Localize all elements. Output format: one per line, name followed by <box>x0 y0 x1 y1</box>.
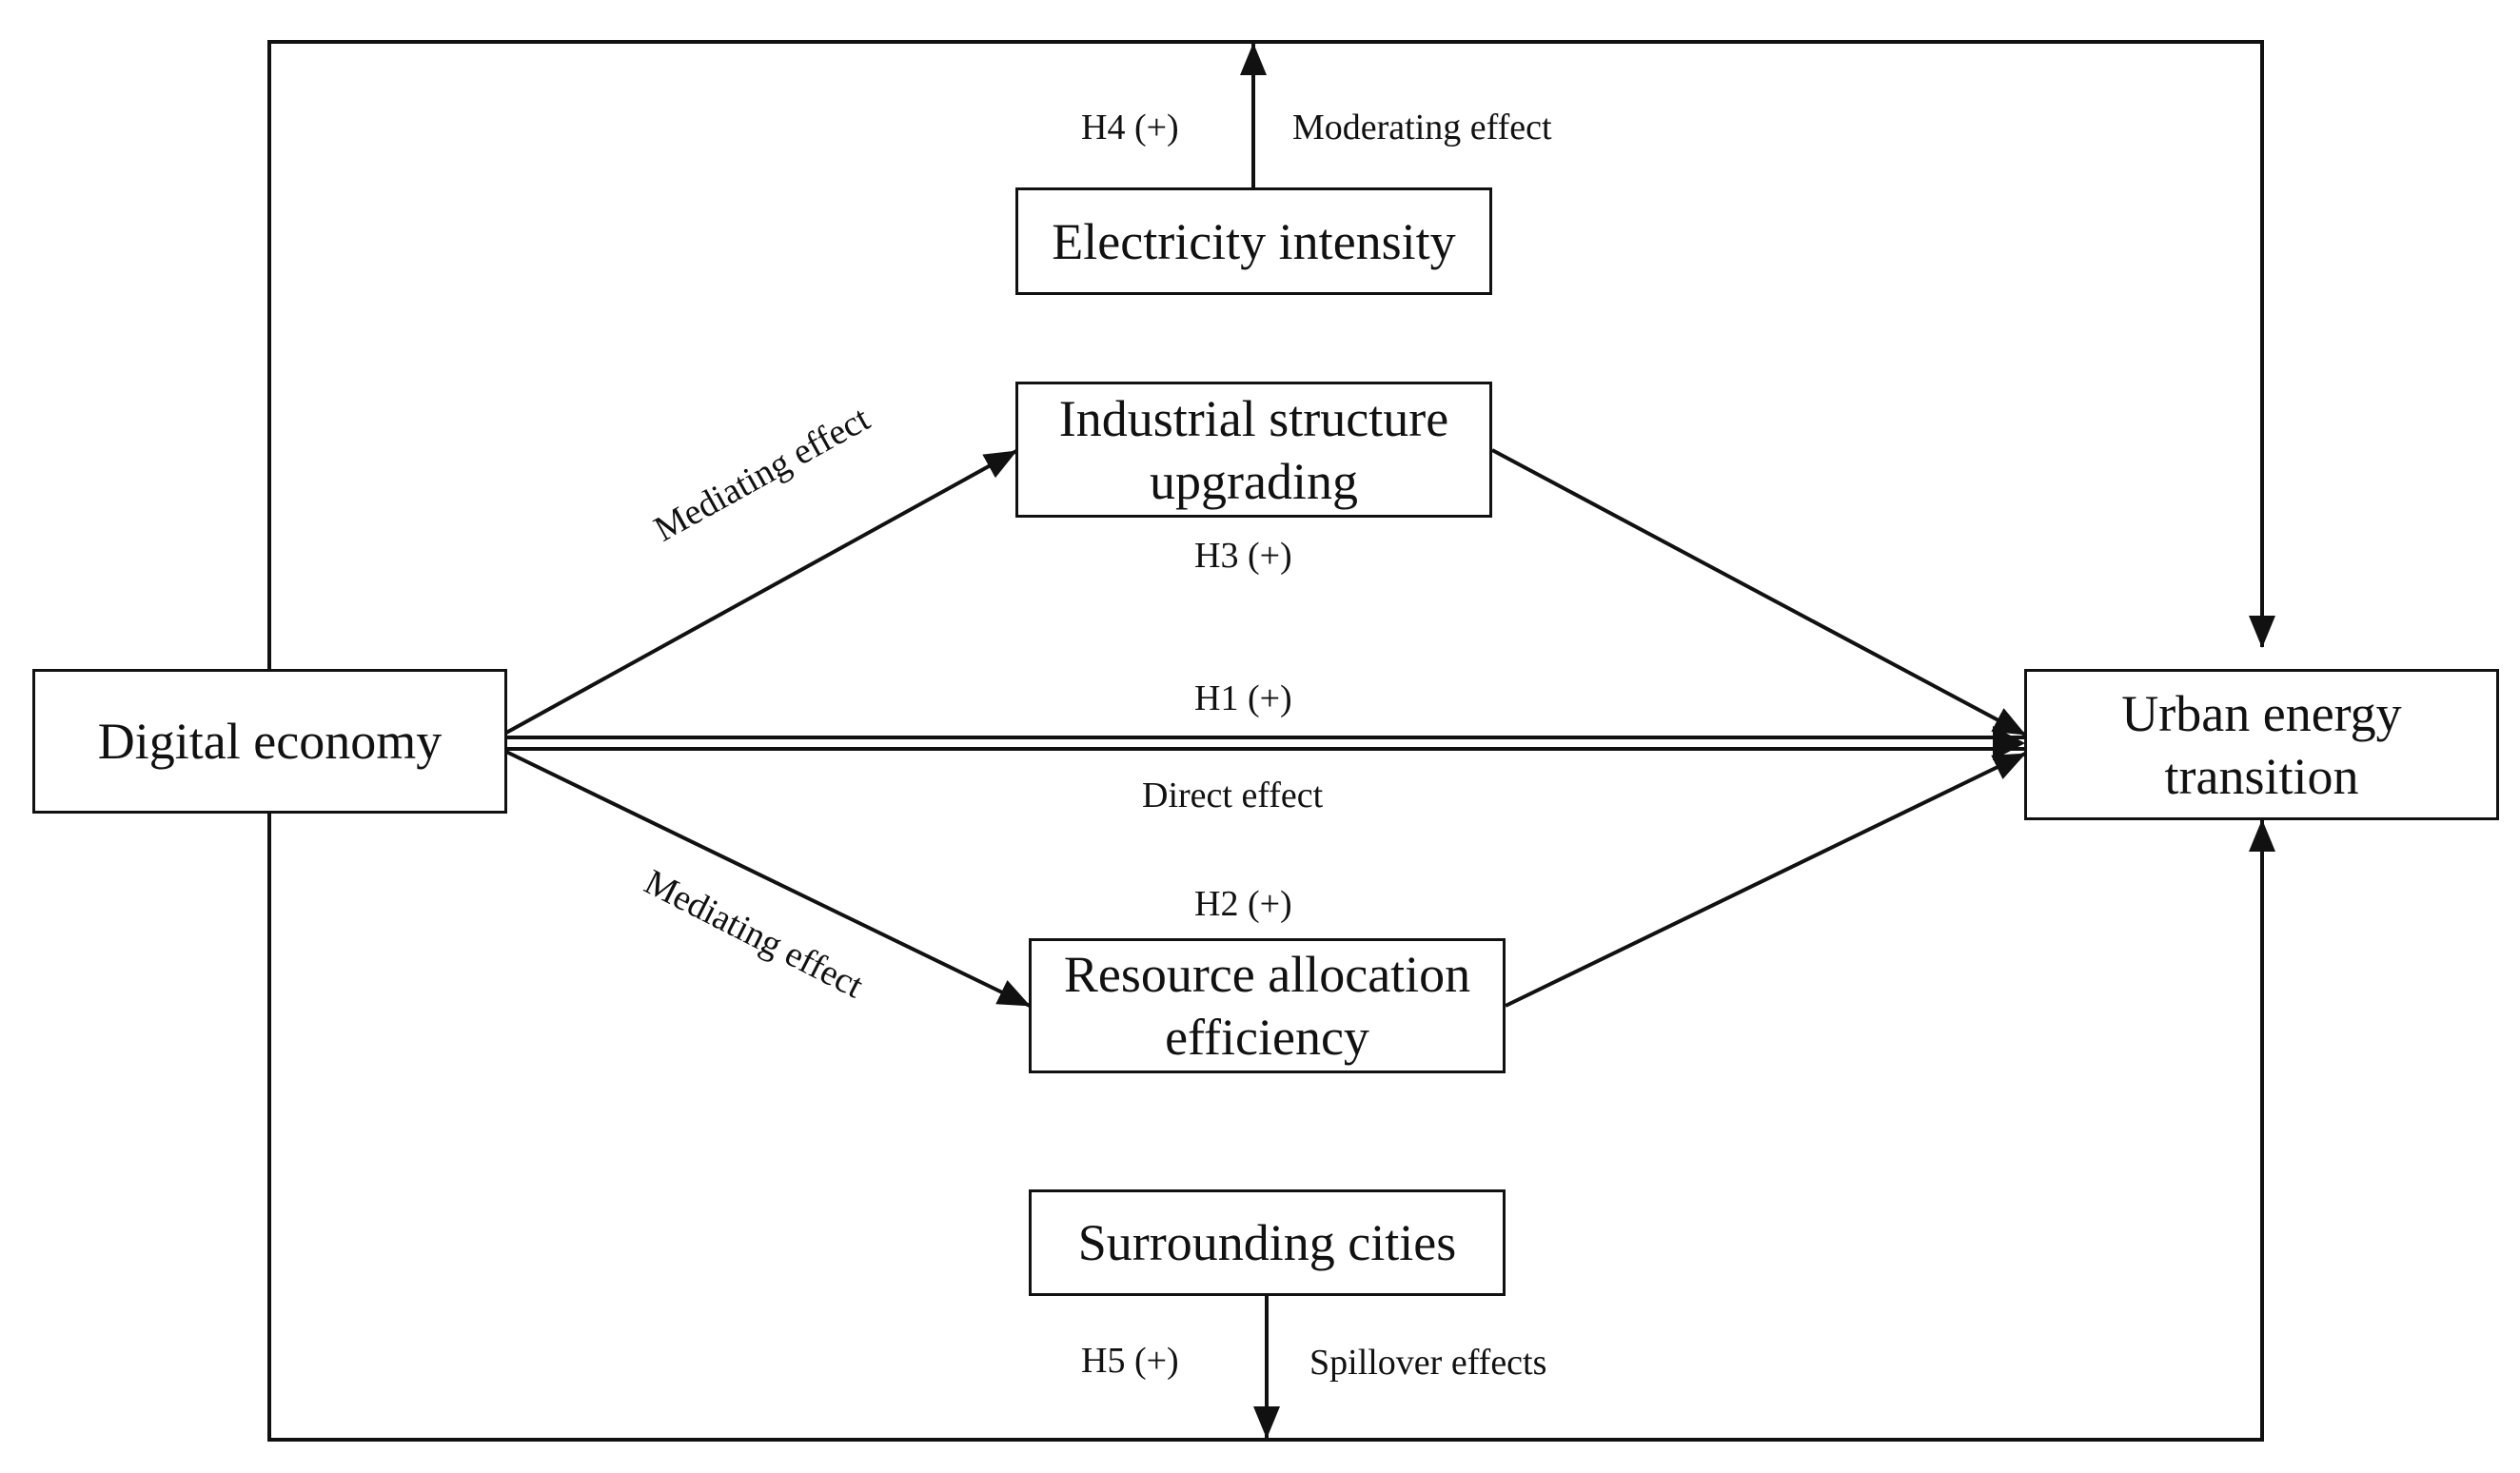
label-h4: H4 (+) <box>1081 108 1179 147</box>
node-urban-energy-line1: Urban energy <box>2121 684 2402 742</box>
node-urban-energy-transition: Urban energy transition <box>2024 669 2499 820</box>
node-industrial-line1: Industrial structure <box>1058 389 1449 447</box>
node-resource-line1: Resource allocation <box>1063 946 1471 1003</box>
resource-to-urban-arrow <box>1505 752 2026 1008</box>
node-urban-energy-line2: transition <box>2164 747 2359 805</box>
node-resource-allocation-efficiency: Resource allocation efficiency <box>1029 938 1506 1073</box>
mediating-arrow-upper <box>505 449 1017 735</box>
label-direct-effect: Direct effect <box>1142 776 1324 815</box>
node-surrounding-cities: Surrounding cities <box>1029 1189 1506 1296</box>
node-surrounding-line1: Surrounding cities <box>1077 1214 1457 1271</box>
label-h2: H2 (+) <box>1194 884 1292 924</box>
frame-top-path <box>267 40 2275 669</box>
mediating-arrow-lower <box>505 750 1031 1008</box>
node-resource-line2: efficiency <box>1165 1009 1369 1066</box>
node-digital-economy: Digital economy <box>32 669 507 814</box>
label-h5: H5 (+) <box>1081 1341 1179 1381</box>
node-digital-economy-line1: Digital economy <box>97 713 443 770</box>
label-h1: H1 (+) <box>1194 678 1292 718</box>
label-moderating-effect: Moderating effect <box>1292 108 1552 147</box>
node-electricity-line1: Electricity intensity <box>1052 212 1456 270</box>
node-electricity-intensity: Electricity intensity <box>1015 187 1492 295</box>
frame-bottom-path <box>267 814 2275 1442</box>
label-h3: H3 (+) <box>1194 536 1292 576</box>
node-industrial-line2: upgrading <box>1150 452 1358 510</box>
label-spillover-effects: Spillover effects <box>1309 1343 1547 1383</box>
node-industrial-structure-upgrading: Industrial structure upgrading <box>1015 382 1492 518</box>
industrial-to-urban-arrow <box>1491 448 2026 736</box>
